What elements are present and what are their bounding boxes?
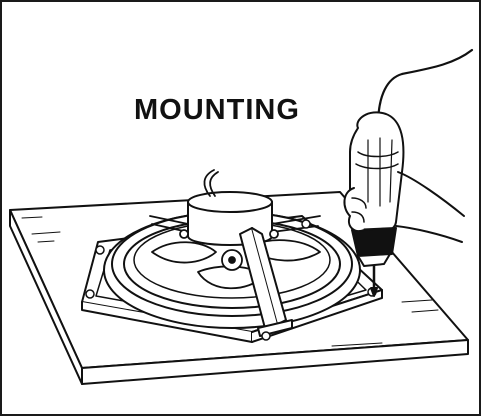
- power-drill: [349, 48, 474, 297]
- mounting-title: MOUNTING: [134, 94, 300, 126]
- motor-brackets: [149, 215, 321, 239]
- hand: [343, 171, 465, 243]
